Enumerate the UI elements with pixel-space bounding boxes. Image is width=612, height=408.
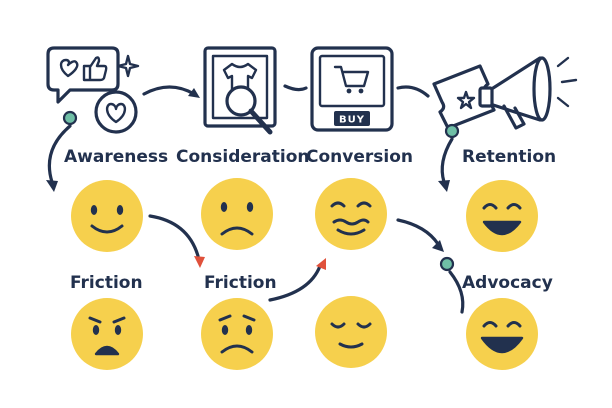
laughing-face-icon (466, 298, 538, 370)
ticket-megaphone-icon (432, 56, 578, 130)
node-advocacy (439, 256, 455, 272)
journey-connectors (46, 84, 465, 314)
content-face-icon (315, 178, 387, 250)
stage-label-friction-mid: Friction (204, 273, 277, 293)
smile-face-icon (71, 180, 143, 252)
stage-label-conversion: Conversion (306, 147, 413, 167)
node-retention (444, 123, 460, 139)
grin-face-icon (466, 180, 538, 252)
frown-face-icon (71, 298, 143, 370)
friction-arrow-head (194, 256, 205, 268)
sad-face-icon (201, 178, 273, 250)
arrowhead-consideration (188, 88, 200, 98)
stage-label-consideration: Consideration (176, 147, 310, 167)
stage-label-advocacy: Advocacy (462, 273, 553, 293)
recovery-arrow-head (316, 258, 326, 270)
buy-screen-icon: BUY (310, 46, 394, 132)
buy-button-label: BUY (339, 115, 365, 126)
stage-label-friction-left: Friction (70, 273, 143, 293)
calm-face-icon (315, 296, 387, 368)
arrowhead-awareness-down (46, 180, 58, 192)
stage-label-retention: Retention (462, 147, 556, 167)
social-reactions-icon (46, 46, 140, 134)
product-search-icon (203, 46, 277, 135)
worried-face-icon (201, 298, 273, 370)
arrowhead-advocacy (432, 240, 444, 252)
stage-label-awareness: Awareness (64, 147, 168, 167)
node-awareness (62, 110, 78, 126)
arrowhead-retention-down (438, 180, 450, 192)
